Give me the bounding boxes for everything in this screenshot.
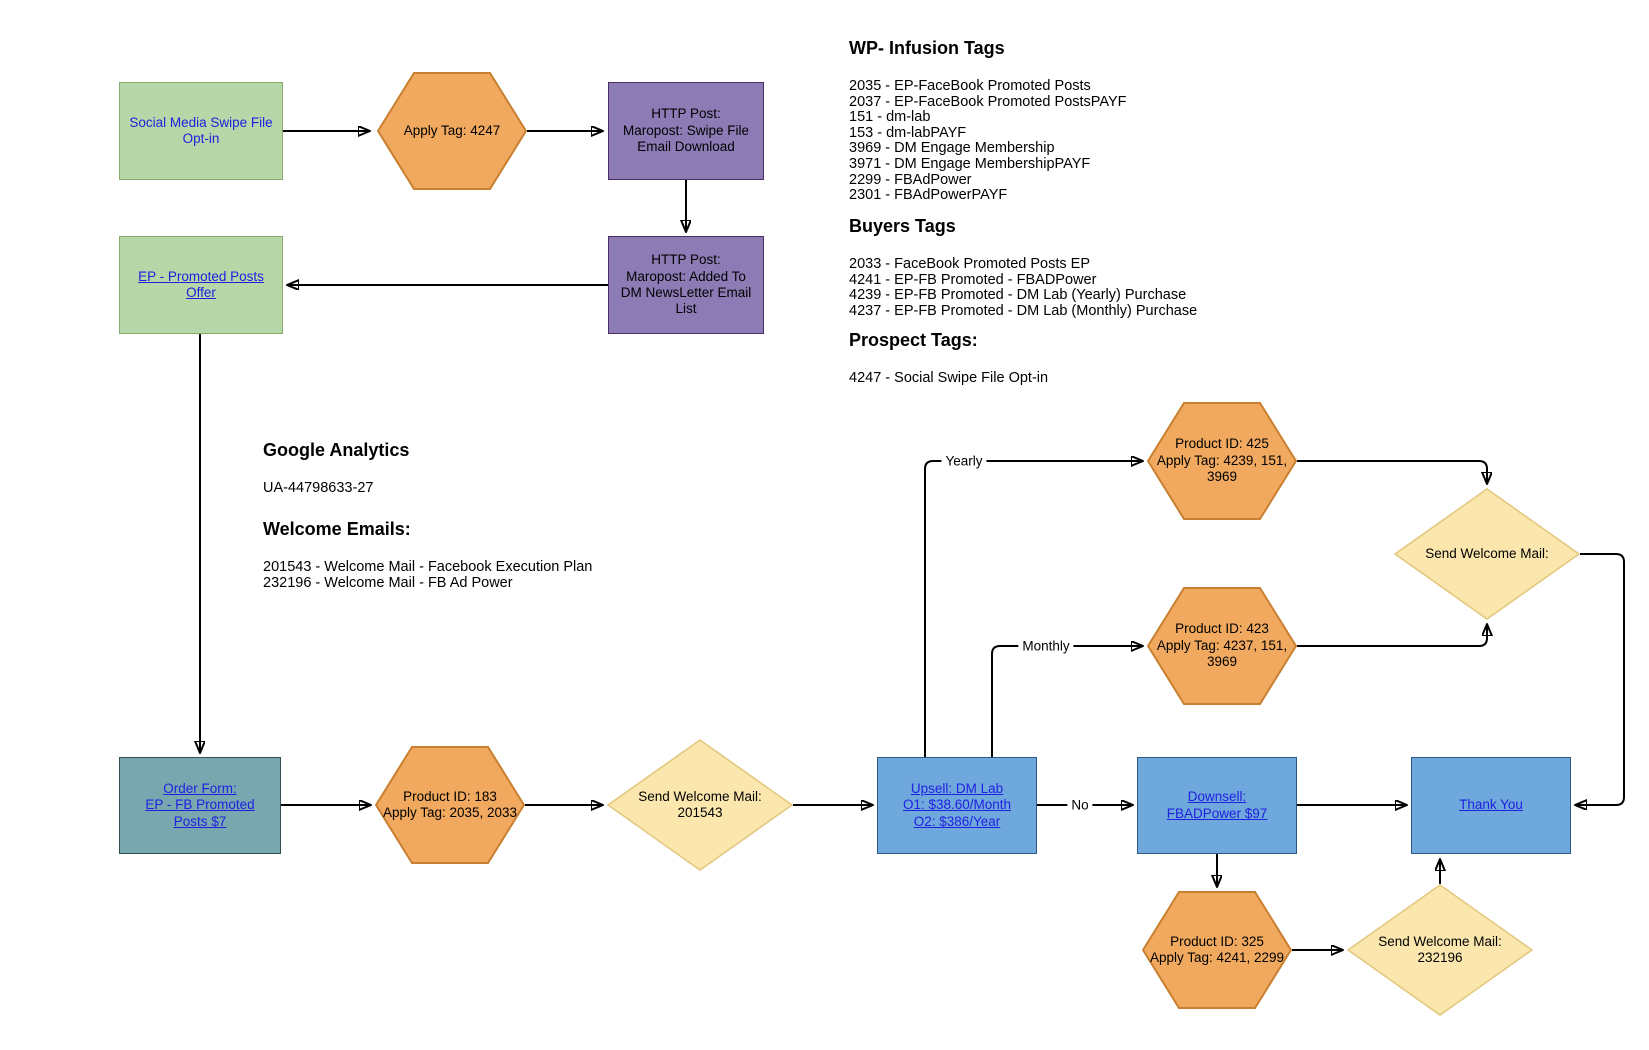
edge-product423-to-mailtop [1297, 625, 1487, 647]
node-label: HTTP Post: Maropost: Swipe File Email Do… [622, 106, 750, 155]
note-prospect-tags: Prospect Tags: 4247 - Social Swipe File … [849, 330, 1048, 387]
note-title: Buyers Tags [849, 216, 956, 236]
node-label: Send Welcome Mail: [1425, 545, 1549, 561]
note-line: 232196 - Welcome Mail - FB Ad Power [263, 574, 513, 591]
diamond-icon [1394, 488, 1580, 620]
node-send-welcome-mail-201543[interactable]: Send Welcome Mail: 201543 [607, 739, 793, 871]
node-label: Send Welcome Mail: 232196 [1378, 933, 1502, 965]
note-wp-infusion-tags: WP- Infusion Tags 2035 - EP-FaceBook Pro… [849, 38, 1127, 204]
node-upsell-dm-lab[interactable]: Upsell: DM Lab O1: $38.60/Month O2: $386… [877, 757, 1037, 854]
note-buyers-tags: Buyers Tags 2033 - FaceBook Promoted Pos… [849, 216, 1197, 319]
note-list: 4247 - Social Swipe File Opt-in [849, 370, 1049, 387]
node-send-welcome-mail-232196[interactable]: Send Welcome Mail: 232196 [1347, 884, 1533, 1016]
note-title: Google Analytics [263, 440, 410, 460]
hexagon-icon [1142, 891, 1292, 1009]
node-label: Product ID: 325 Apply Tag: 4241, 2299 [1149, 933, 1285, 965]
node-label: HTTP Post: Maropost: Added To DM NewsLet… [620, 252, 752, 317]
node-label: Send Welcome Mail: 201543 [638, 788, 762, 820]
edge-upsell-monthly-to-product423 [991, 646, 1142, 757]
node-product-425[interactable]: Product ID: 425 Apply Tag: 4239, 151, 39… [1147, 402, 1297, 520]
node-product-183[interactable]: Product ID: 183 Apply Tag: 2035, 2033 [375, 746, 525, 864]
node-http-post-newsletter[interactable]: HTTP Post: Maropost: Added To DM NewsLet… [608, 236, 764, 334]
edge-product425-to-mailtop [1297, 460, 1487, 483]
note-line: 2299 - FBAdPower [849, 171, 972, 188]
edge-mailtop-to-thankyou [1576, 553, 1625, 805]
note-line: 153 - dm-labPAYF [849, 124, 967, 141]
edge-label-yearly: Yearly [941, 453, 987, 469]
diamond-icon [607, 739, 793, 871]
hexagon-icon [377, 72, 527, 190]
node-product-325[interactable]: Product ID: 325 Apply Tag: 4241, 2299 [1142, 891, 1292, 1009]
node-label: Thank You [1459, 797, 1523, 813]
diamond-icon [1347, 884, 1533, 1016]
node-label: Product ID: 423 Apply Tag: 4237, 151, 39… [1156, 621, 1288, 670]
note-line: 4241 - EP-FB Promoted - FBADPower [849, 271, 1097, 288]
node-product-423[interactable]: Product ID: 423 Apply Tag: 4237, 151, 39… [1147, 587, 1297, 705]
edge-label-no: No [1067, 797, 1093, 813]
note-line: 2033 - FaceBook Promoted Posts EP [849, 256, 1090, 272]
node-label: Upsell: DM Lab O1: $38.60/Month O2: $386… [902, 780, 1012, 829]
node-downsell-fbadpower[interactable]: Downsell: FBADPower $97 [1137, 757, 1297, 854]
note-line: 151 - dm-lab [849, 109, 931, 126]
note-title: WP- Infusion Tags [849, 38, 1005, 58]
note-line: 2035 - EP-FaceBook Promoted Posts [849, 78, 1091, 94]
hexagon-icon [375, 746, 525, 864]
node-label: Apply Tag: 4247 [403, 122, 501, 138]
edge-label-monthly: Monthly [1018, 638, 1074, 654]
note-line: 2301 - FBAdPowerPAYF [849, 187, 1008, 204]
node-ep-promoted-posts-offer[interactable]: EP - Promoted Posts Offer [119, 236, 283, 334]
node-label: Order Form: EP - FB Promoted Posts $7 [145, 780, 255, 829]
node-label: Product ID: 425 Apply Tag: 4239, 151, 39… [1156, 436, 1288, 485]
note-line: 201543 - Welcome Mail - Facebook Executi… [263, 559, 593, 575]
node-label: Product ID: 183 Apply Tag: 2035, 2033 [382, 788, 518, 820]
note-list: UA-44798633-27 [263, 480, 409, 497]
node-thank-you[interactable]: Thank You [1411, 757, 1571, 854]
note-google-analytics: Google Analytics UA-44798633-27 [263, 440, 409, 497]
note-title: Prospect Tags: [849, 330, 978, 350]
node-http-post-swipe-file[interactable]: HTTP Post: Maropost: Swipe File Email Do… [608, 82, 764, 180]
note-welcome-emails: Welcome Emails: 201543 - Welcome Mail - … [263, 519, 592, 591]
hexagon-icon [1147, 587, 1297, 705]
edge-upsell-yearly-to-product425 [924, 461, 1142, 757]
node-label: EP - Promoted Posts Offer [138, 268, 264, 300]
note-line: UA-44798633-27 [263, 480, 374, 496]
node-label: Social Media Swipe File Opt-in [129, 114, 273, 146]
note-line: 4239 - EP-FB Promoted - DM Lab (Yearly) … [849, 287, 1187, 304]
node-order-form[interactable]: Order Form: EP - FB Promoted Posts $7 [119, 757, 281, 854]
note-list: 201543 - Welcome Mail - Facebook Executi… [263, 559, 593, 591]
note-line: 3971 - DM Engage MembershipPAYF [849, 155, 1091, 172]
note-line: 4247 - Social Swipe File Opt-in [849, 370, 1049, 386]
hexagon-icon [1147, 402, 1297, 520]
node-social-media-optin[interactable]: Social Media Swipe File Opt-in [119, 82, 283, 180]
note-line: 4237 - EP-FB Promoted - DM Lab (Monthly)… [849, 302, 1198, 319]
node-label: Downsell: FBADPower $97 [1166, 789, 1268, 821]
note-line: 2037 - EP-FaceBook Promoted PostsPAYF [849, 93, 1127, 110]
note-line: 3969 - DM Engage Membership [849, 140, 1055, 157]
node-send-welcome-mail-top[interactable]: Send Welcome Mail: [1394, 488, 1580, 620]
note-title: Welcome Emails: [263, 519, 411, 539]
node-apply-tag-4247[interactable]: Apply Tag: 4247 [377, 72, 527, 190]
